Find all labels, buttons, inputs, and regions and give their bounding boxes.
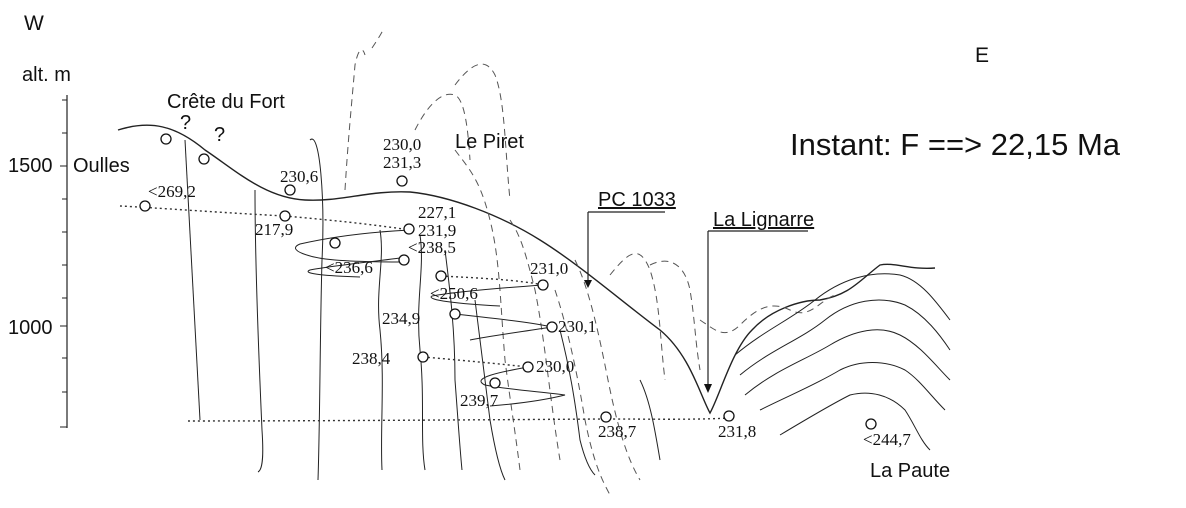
- sample-point: [161, 134, 171, 144]
- locality-le-piret: Le Piret: [455, 131, 524, 153]
- pc-1033-marker: [584, 212, 665, 288]
- sample-label: 227,1: [418, 203, 456, 222]
- sample-label: 238,4: [352, 349, 391, 368]
- locality-la-paute: La Paute: [870, 460, 950, 482]
- sample-point: [601, 412, 611, 422]
- pc-1033-label: PC 1033: [598, 189, 676, 211]
- sample-label: 231,8: [718, 422, 756, 441]
- sample-point: [397, 176, 407, 186]
- sample-point: [547, 322, 557, 332]
- west-label: W: [24, 12, 44, 35]
- sample-point: [450, 309, 460, 319]
- sample-point: [436, 271, 446, 281]
- sample-label: 217,9: [255, 220, 293, 239]
- locality-crete-du-fort: Crête du Fort: [167, 91, 285, 113]
- east-label: E: [975, 44, 989, 67]
- question-mark: ?: [214, 124, 225, 146]
- axis-tick-1000: 1000: [8, 317, 53, 339]
- sample-point: [285, 185, 295, 195]
- sample-point: [418, 352, 428, 362]
- sample-point: [523, 362, 533, 372]
- sample-label: <244,7: [863, 430, 911, 449]
- sample-point: [490, 378, 500, 388]
- locality-la-lignarre: La Lignarre: [713, 209, 814, 231]
- altitude-axis: [60, 95, 67, 428]
- sample-point: [724, 411, 734, 421]
- axis-tick-1500: 1500: [8, 155, 53, 177]
- sample-point: [140, 201, 150, 211]
- sample-point: [404, 224, 414, 234]
- sample-label: 238,7: [598, 422, 637, 441]
- sample-label: 231,3: [383, 153, 421, 172]
- sample-label: <236,6: [325, 258, 373, 277]
- sample-label: 231,0: [530, 259, 568, 278]
- sample-label: 239,7: [460, 391, 499, 410]
- sample-label: <269,2: [148, 182, 196, 201]
- sample-point: [199, 154, 209, 164]
- sample-label: 230,1: [558, 317, 596, 336]
- altitude-axis-label: alt. m: [22, 64, 71, 86]
- question-mark: ?: [180, 112, 191, 134]
- sample-label: <238,5: [408, 238, 456, 257]
- locality-oulles: Oulles: [73, 155, 130, 177]
- instant-title: Instant: F ==> 22,15 Ma: [790, 127, 1121, 162]
- sample-point: [866, 419, 876, 429]
- sample-label: 230,0: [536, 357, 574, 376]
- sample-label: 234,9: [382, 309, 420, 328]
- sample-label: <250,6: [430, 284, 478, 303]
- sample-label: 230,6: [280, 167, 318, 186]
- sample-point: [538, 280, 548, 290]
- sample-point: [330, 238, 340, 248]
- sample-label: 230,0: [383, 135, 421, 154]
